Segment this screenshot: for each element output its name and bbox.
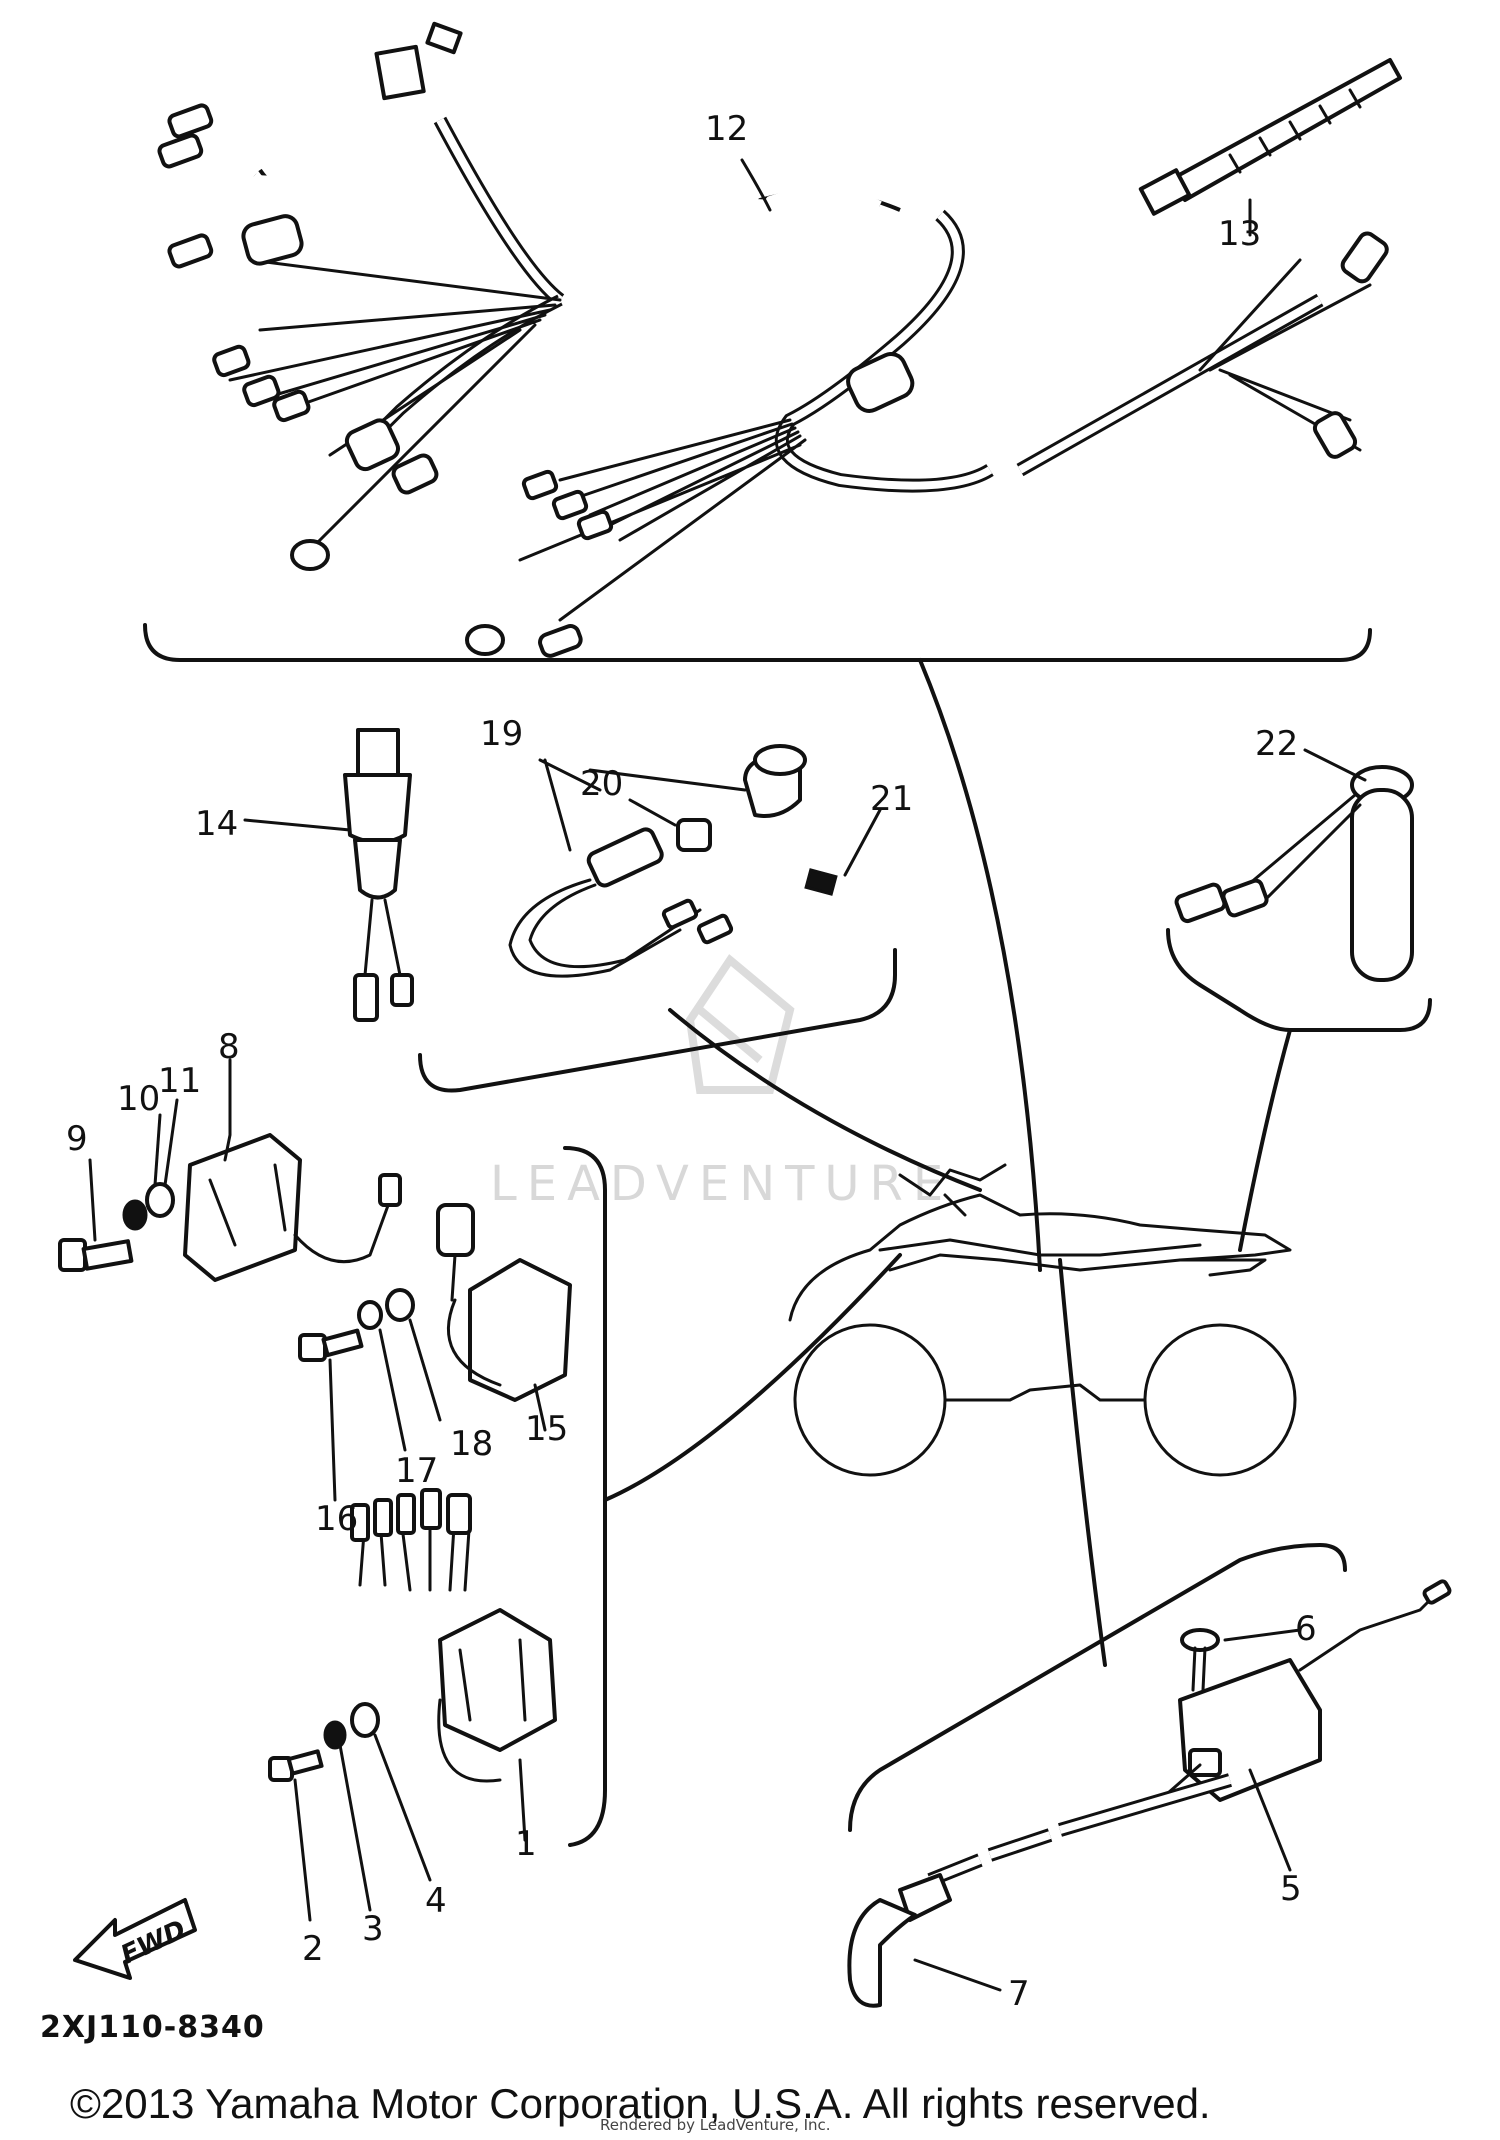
callout-7: 7 (1008, 1974, 1030, 2014)
starter-cable (847, 1773, 1232, 2008)
rectifier-regulator (183, 1133, 402, 1282)
main-switch (343, 728, 414, 1022)
callout-14: 14 (195, 804, 238, 844)
callout-15: 15 (525, 1409, 568, 1449)
callout-10: 10 (117, 1079, 160, 1119)
callout-20: 20 (580, 764, 623, 804)
atv-harness-trace (878, 1238, 1202, 1257)
atv-frame (788, 1193, 1292, 1322)
ignition-coil (436, 1203, 572, 1402)
washer-17 (357, 1300, 383, 1330)
starter-group-bracket (848, 1543, 1347, 1832)
callout-leaders (88, 158, 1367, 1992)
harness-group-bracket (143, 623, 1372, 662)
washer-3 (323, 1720, 347, 1750)
callout-2: 2 (302, 1929, 324, 1969)
neutral-switch-clip (804, 868, 838, 896)
callout-12: 12 (705, 109, 748, 149)
washer-18 (385, 1288, 415, 1322)
callout-6: 6 (1295, 1609, 1317, 1649)
cable-band (1138, 58, 1402, 216)
starter-plunger (1158, 1579, 1452, 1802)
diagram-code: 2XJ110-8340 (40, 2010, 265, 2045)
callout-22: 22 (1255, 724, 1298, 764)
washer-11 (145, 1182, 175, 1218)
throttle-leader (1238, 1028, 1292, 1252)
render-credit: Rendered by LeadVenture, Inc. (600, 2116, 831, 2134)
callout-17: 17 (395, 1451, 438, 1491)
callout-19: 19 (480, 714, 523, 754)
wire-harness (157, 21, 1389, 658)
callout-1: 1 (515, 1824, 537, 1864)
callout-8: 8 (218, 1027, 240, 1067)
atv-handlebar (898, 1163, 1007, 1217)
callout-11: 11 (158, 1061, 201, 1101)
throttle-switch-bracket (1166, 928, 1432, 1032)
cdi-unit (350, 1488, 557, 1783)
front-wheel (793, 1323, 947, 1477)
bolt-2 (268, 1749, 324, 1782)
fwd-arrow-icon (73, 1898, 197, 1980)
switch-leader (668, 1008, 982, 1192)
washer-10 (122, 1199, 148, 1231)
callout-5: 5 (1280, 1869, 1302, 1909)
bolt-16 (298, 1328, 364, 1362)
copyright-notice: ©2013 Yamaha Motor Corporation, U.S.A. A… (70, 2080, 1211, 2127)
harness-leader (918, 658, 1042, 1272)
callout-13: 13 (1218, 214, 1261, 254)
watermark: LEADVENTURE (490, 954, 953, 1212)
rear-wheel (1143, 1323, 1297, 1477)
callout-21: 21 (870, 779, 913, 819)
bolt-9 (58, 1238, 134, 1272)
callout-4: 4 (425, 1881, 447, 1921)
throttle-switch (1174, 765, 1414, 982)
callout-3: 3 (362, 1909, 384, 1949)
neutral-switch (508, 744, 807, 978)
watermark-text: LEADVENTURE (490, 1156, 953, 1212)
callout-18: 18 (450, 1424, 493, 1464)
callout-16: 16 (315, 1499, 358, 1539)
watermark-logo-icon (685, 954, 795, 1094)
fwd-arrow: FWD (73, 1898, 197, 1980)
ignition-leader (603, 1253, 902, 1502)
ignition-group-bracket (563, 1146, 607, 1847)
screw-6 (1180, 1628, 1220, 1692)
washer-4 (350, 1702, 380, 1738)
atv-rear-rack (1178, 1258, 1267, 1277)
callout-9: 9 (66, 1119, 88, 1159)
atv-silhouette (788, 1163, 1297, 1477)
switch-group-bracket (418, 948, 897, 1093)
starter-leader (1058, 1258, 1107, 1667)
atv-chassis (943, 1383, 1147, 1402)
